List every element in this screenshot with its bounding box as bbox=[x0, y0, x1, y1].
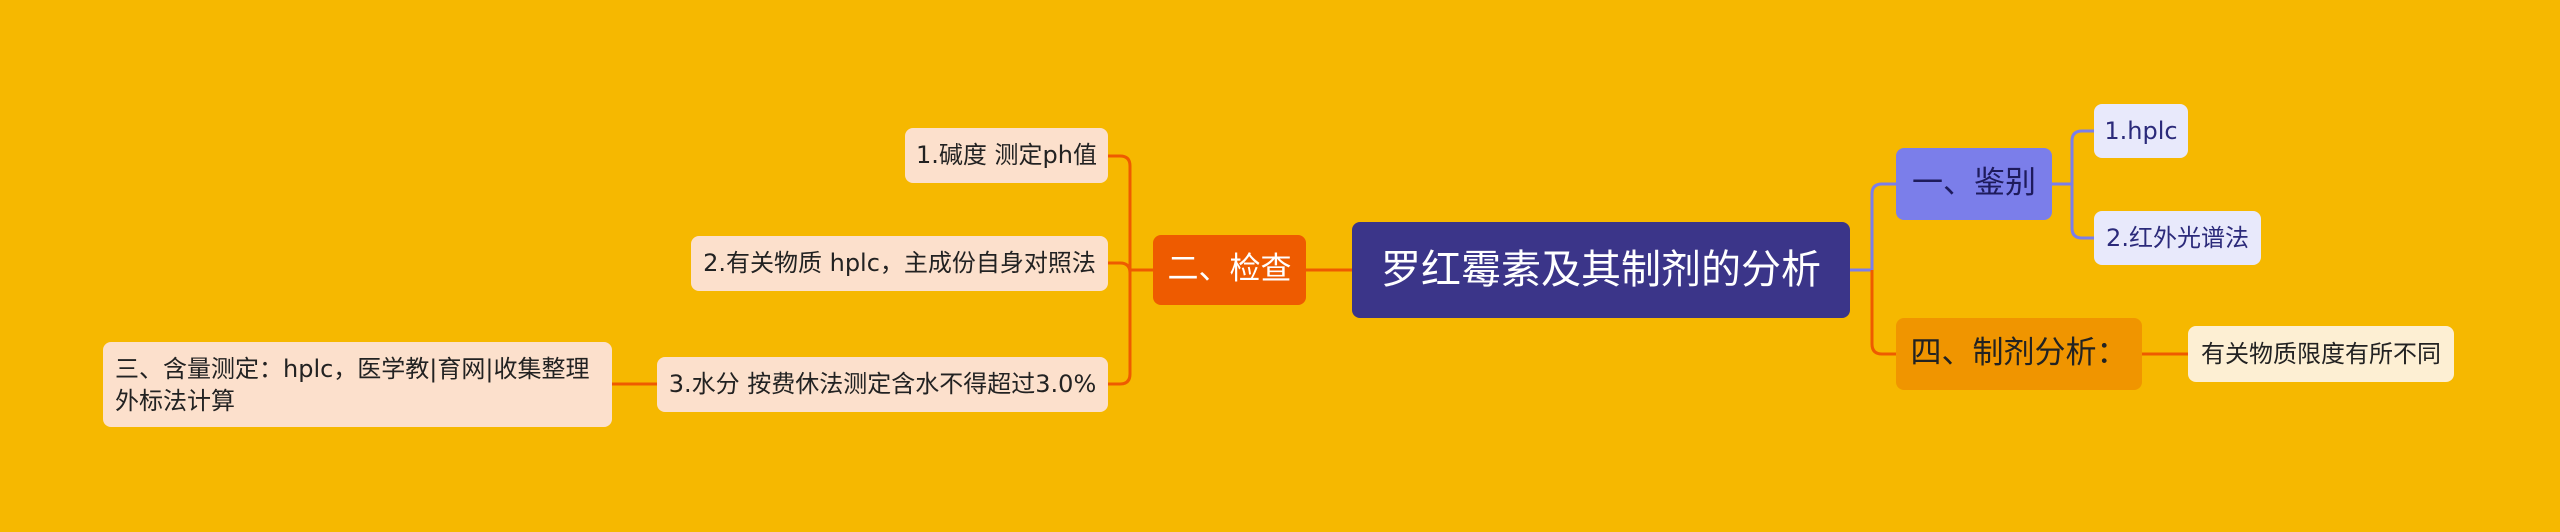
branch-jiancha[interactable]: 二、检查 bbox=[1153, 235, 1306, 305]
root-topic[interactable]: 罗红霉素及其制剂的分析 bbox=[1352, 222, 1850, 318]
connector-jiancha-to-item3 bbox=[1108, 270, 1132, 386]
branch-jianbie[interactable]: 一、鉴别 bbox=[1896, 148, 2052, 220]
connector-jianbie-to-hplc bbox=[2052, 129, 2094, 186]
leaf-xiandu[interactable]: 有关物质限度有所不同 bbox=[2188, 326, 2454, 382]
leaf-jiandu[interactable]: 1.碱度 测定ph值 bbox=[905, 128, 1108, 183]
leaf-hplc[interactable]: 1.hplc bbox=[2094, 104, 2188, 158]
leaf-hongwai[interactable]: 2.红外光谱法 bbox=[2094, 211, 2261, 265]
connector-jiancha-to-item2 bbox=[1108, 261, 1132, 274]
leaf-youguanwuzhi[interactable]: 2.有关物质 hplc，主成份自身对照法 bbox=[691, 236, 1108, 291]
connector-jiancha-to-item1 bbox=[1108, 154, 1153, 272]
leaf-hanliangceding[interactable]: 三、含量测定：hplc，医学教|育网|收集整理外标法计算 bbox=[103, 342, 612, 427]
connector-jianbie-to-ir bbox=[2070, 184, 2094, 240]
branch-zhijifenxi[interactable]: 四、制剂分析： bbox=[1896, 318, 2142, 390]
connector-root-to-zhiji bbox=[1870, 270, 1896, 356]
connector-root-to-jianbie bbox=[1850, 182, 1896, 272]
leaf-shuifen[interactable]: 3.水分 按费休法测定含水不得超过3.0% bbox=[657, 357, 1108, 412]
